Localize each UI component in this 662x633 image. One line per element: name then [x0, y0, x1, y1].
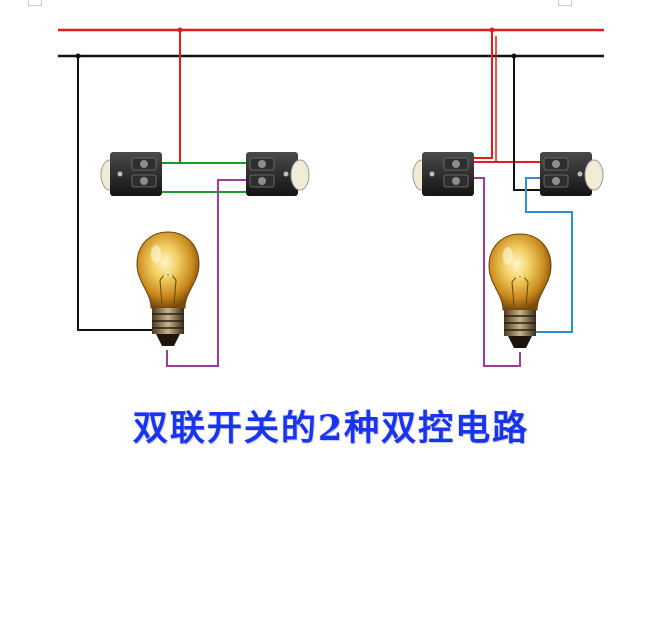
live-wire-drop [474, 30, 493, 159]
double-switch-a [412, 152, 474, 196]
diagram-title: 双联开关的2种双控电路 [132, 408, 530, 449]
mains-lines [58, 27, 604, 59]
light-bulb-icon [136, 231, 200, 346]
lamp-wire-blue [525, 177, 573, 333]
lamp-wire [166, 179, 246, 367]
live-wire-drop [160, 30, 181, 164]
circuit-left [77, 30, 310, 367]
corner-mark-left [28, 0, 42, 6]
double-switch-b [540, 152, 604, 196]
double-switch-b [246, 152, 310, 196]
lamp-wire [472, 177, 521, 367]
neutral-wire-to-bulb [77, 56, 160, 331]
corner-mark-right [558, 0, 572, 6]
light-bulb-icon [488, 233, 552, 348]
double-switch-a [100, 152, 162, 196]
circuit-right [412, 30, 604, 367]
neutral-wire-to-switch [513, 56, 542, 191]
